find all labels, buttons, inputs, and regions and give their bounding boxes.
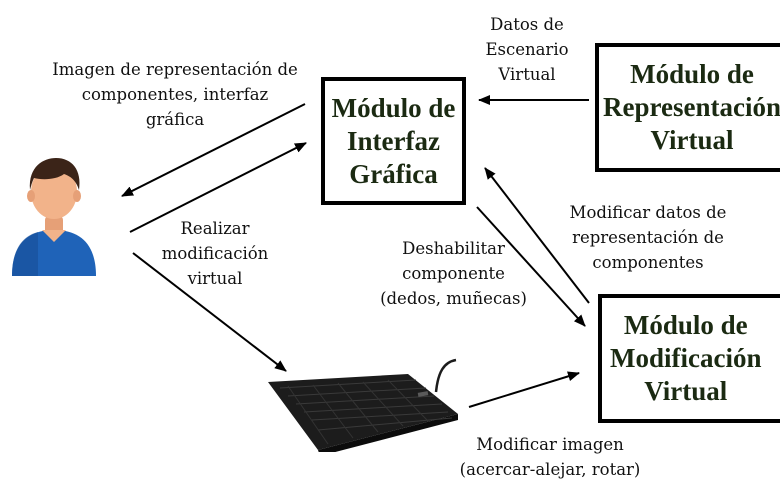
arrow-user-to-keyboard xyxy=(132,252,287,372)
modulo-representacion-virtual-title: Módulo de Representación Virtual xyxy=(603,59,780,155)
modulo-modificacion-virtual-title: Módulo de Modificación Virtual xyxy=(610,310,762,406)
label-modificar-datos: Modificar datos de representación de com… xyxy=(569,203,727,272)
modulo-modificacion-virtual-box: Módulo de Modificación Virtual xyxy=(598,294,780,423)
modulo-representacion-virtual-box: Módulo de Representación Virtual xyxy=(595,43,780,172)
modulo-interfaz-grafica-title: Módulo de Interfaz Gráfica xyxy=(331,92,456,189)
label-modificar-imagen: Modificar imagen (acercar-alejar, rotar) xyxy=(459,435,641,479)
modulo-interfaz-grafica-box: Módulo de Interfaz Gráfica xyxy=(321,77,466,205)
keyboard-icon xyxy=(268,358,458,452)
label-realizar-modificacion: Realizar modificación virtual xyxy=(161,219,269,288)
arrow-interfaz-to-user xyxy=(121,103,306,197)
label-deshabilitar: Deshabilitar componente (dedos, muñecas) xyxy=(380,239,527,308)
user-avatar-icon xyxy=(12,158,96,276)
arrow-modificacion-to-interfaz xyxy=(484,167,590,304)
arrow-user-to-interfaz xyxy=(129,142,307,233)
arrow-interfaz-to-modificacion xyxy=(476,206,586,327)
arrow-keyboard-to-modificacion xyxy=(468,371,580,408)
label-datos-escenario: Datos de Escenario Virtual xyxy=(485,15,569,84)
label-imagen-representacion: Imagen de representación de componentes,… xyxy=(52,60,298,129)
